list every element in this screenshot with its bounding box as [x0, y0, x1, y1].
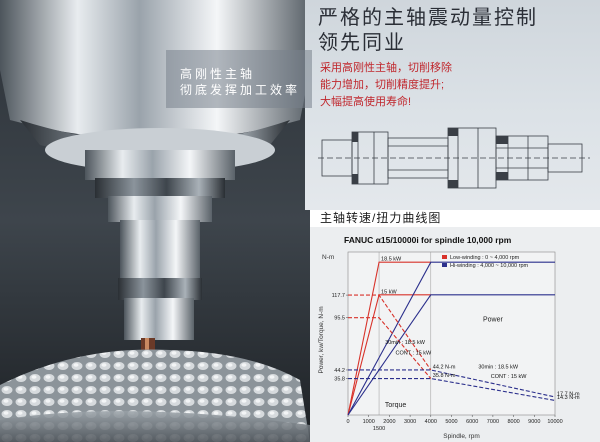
description-line: 能力增加，切削精度提升; [320, 79, 445, 91]
description-line: 采用高刚性主轴，切削移除 [320, 62, 452, 74]
torque-power-chart: FANUC α15/10000i for spindle 10,000 rpmN… [318, 235, 580, 440]
section-title: 主轴转速/扭力曲线图 [320, 211, 442, 225]
region-label-power: Power [483, 316, 504, 323]
series-line [348, 317, 432, 379]
x-tick-label: 4000 [425, 419, 437, 425]
series-line [348, 377, 556, 401]
legend-swatch [442, 263, 447, 267]
x-tick-label: 3000 [404, 419, 416, 425]
headline: 严格的主轴震动量控制 领先同业 [318, 6, 538, 56]
y-tick-label: 44.2 [334, 368, 345, 374]
annotation-label: 30min : 18.5 kW [478, 365, 519, 371]
series-line [348, 369, 556, 398]
annotation-label: 15 kW [381, 289, 397, 295]
x-tick-label: 10000 [547, 419, 562, 425]
annotation-label: 30min : 18.5 kW [385, 340, 426, 346]
x-tick-label: 8000 [507, 419, 519, 425]
annotation-label: 44.2 N-m [433, 364, 456, 370]
x-tick-label: 1000 [363, 419, 375, 425]
x-axis-label: Spindle, rpm [443, 433, 480, 440]
series-line [347, 294, 555, 416]
annotation-label: CONT : 15 kW [491, 374, 527, 380]
x-tick-label-extra: 1500 [373, 426, 385, 432]
overlay-caption-box [166, 50, 312, 108]
legend-entry: Low-winding : 0 ~ 4,000 rpm [450, 255, 520, 261]
description: 采用高刚性主轴，切削移除 能力增加，切削精度提升; 大幅提高使用寿命! [320, 60, 452, 111]
x-tick-label: 5000 [445, 419, 457, 425]
annotation-label: 18.5 kW [381, 257, 402, 263]
overlay-line: 彻底发挥加工效率 [180, 83, 301, 97]
legend-swatch [442, 255, 447, 259]
annotation-label: 35.8 N-m [433, 373, 456, 379]
x-tick-label: 2000 [383, 419, 395, 425]
annotation-label: CONT : 15 kW [396, 350, 432, 356]
overlay-line: 高刚性主轴 [180, 67, 256, 81]
plot-area [347, 251, 556, 416]
series-line [348, 294, 432, 371]
region-label-torque: Torque [385, 402, 407, 409]
series-line [347, 261, 431, 416]
y-tick-label: 95.5 [334, 316, 345, 322]
y-tick-label: 35.8 [334, 377, 345, 383]
annotation-label: 14.3 N-m [557, 395, 580, 401]
annotation-label: 17.7 N-m [557, 391, 580, 397]
x-tick-label: 6000 [466, 419, 478, 425]
headline-line: 领先同业 [318, 32, 406, 54]
legend-entry: Hi-winding : 4,000 ~ 10,000 rpm [450, 263, 529, 269]
chart-title: FANUC α15/10000i for spindle 10,000 rpm [344, 235, 512, 245]
overlay-caption: 高刚性主轴 彻底发挥加工效率 [180, 66, 300, 98]
x-tick-label: 7000 [487, 419, 499, 425]
x-tick-label: 0 [346, 419, 349, 425]
y-unit-label: N-m [322, 254, 334, 261]
y-axis-label: Power, kw/Torque, N-m [318, 306, 325, 373]
y-tick-label: 117.7 [332, 293, 345, 299]
spindle-cross-section-drawing [318, 127, 590, 189]
headline-line: 严格的主轴震动量控制 [318, 7, 538, 29]
series-line [347, 261, 555, 416]
x-tick-label: 9000 [528, 419, 540, 425]
description-line: 大幅提高使用寿命! [320, 96, 412, 108]
